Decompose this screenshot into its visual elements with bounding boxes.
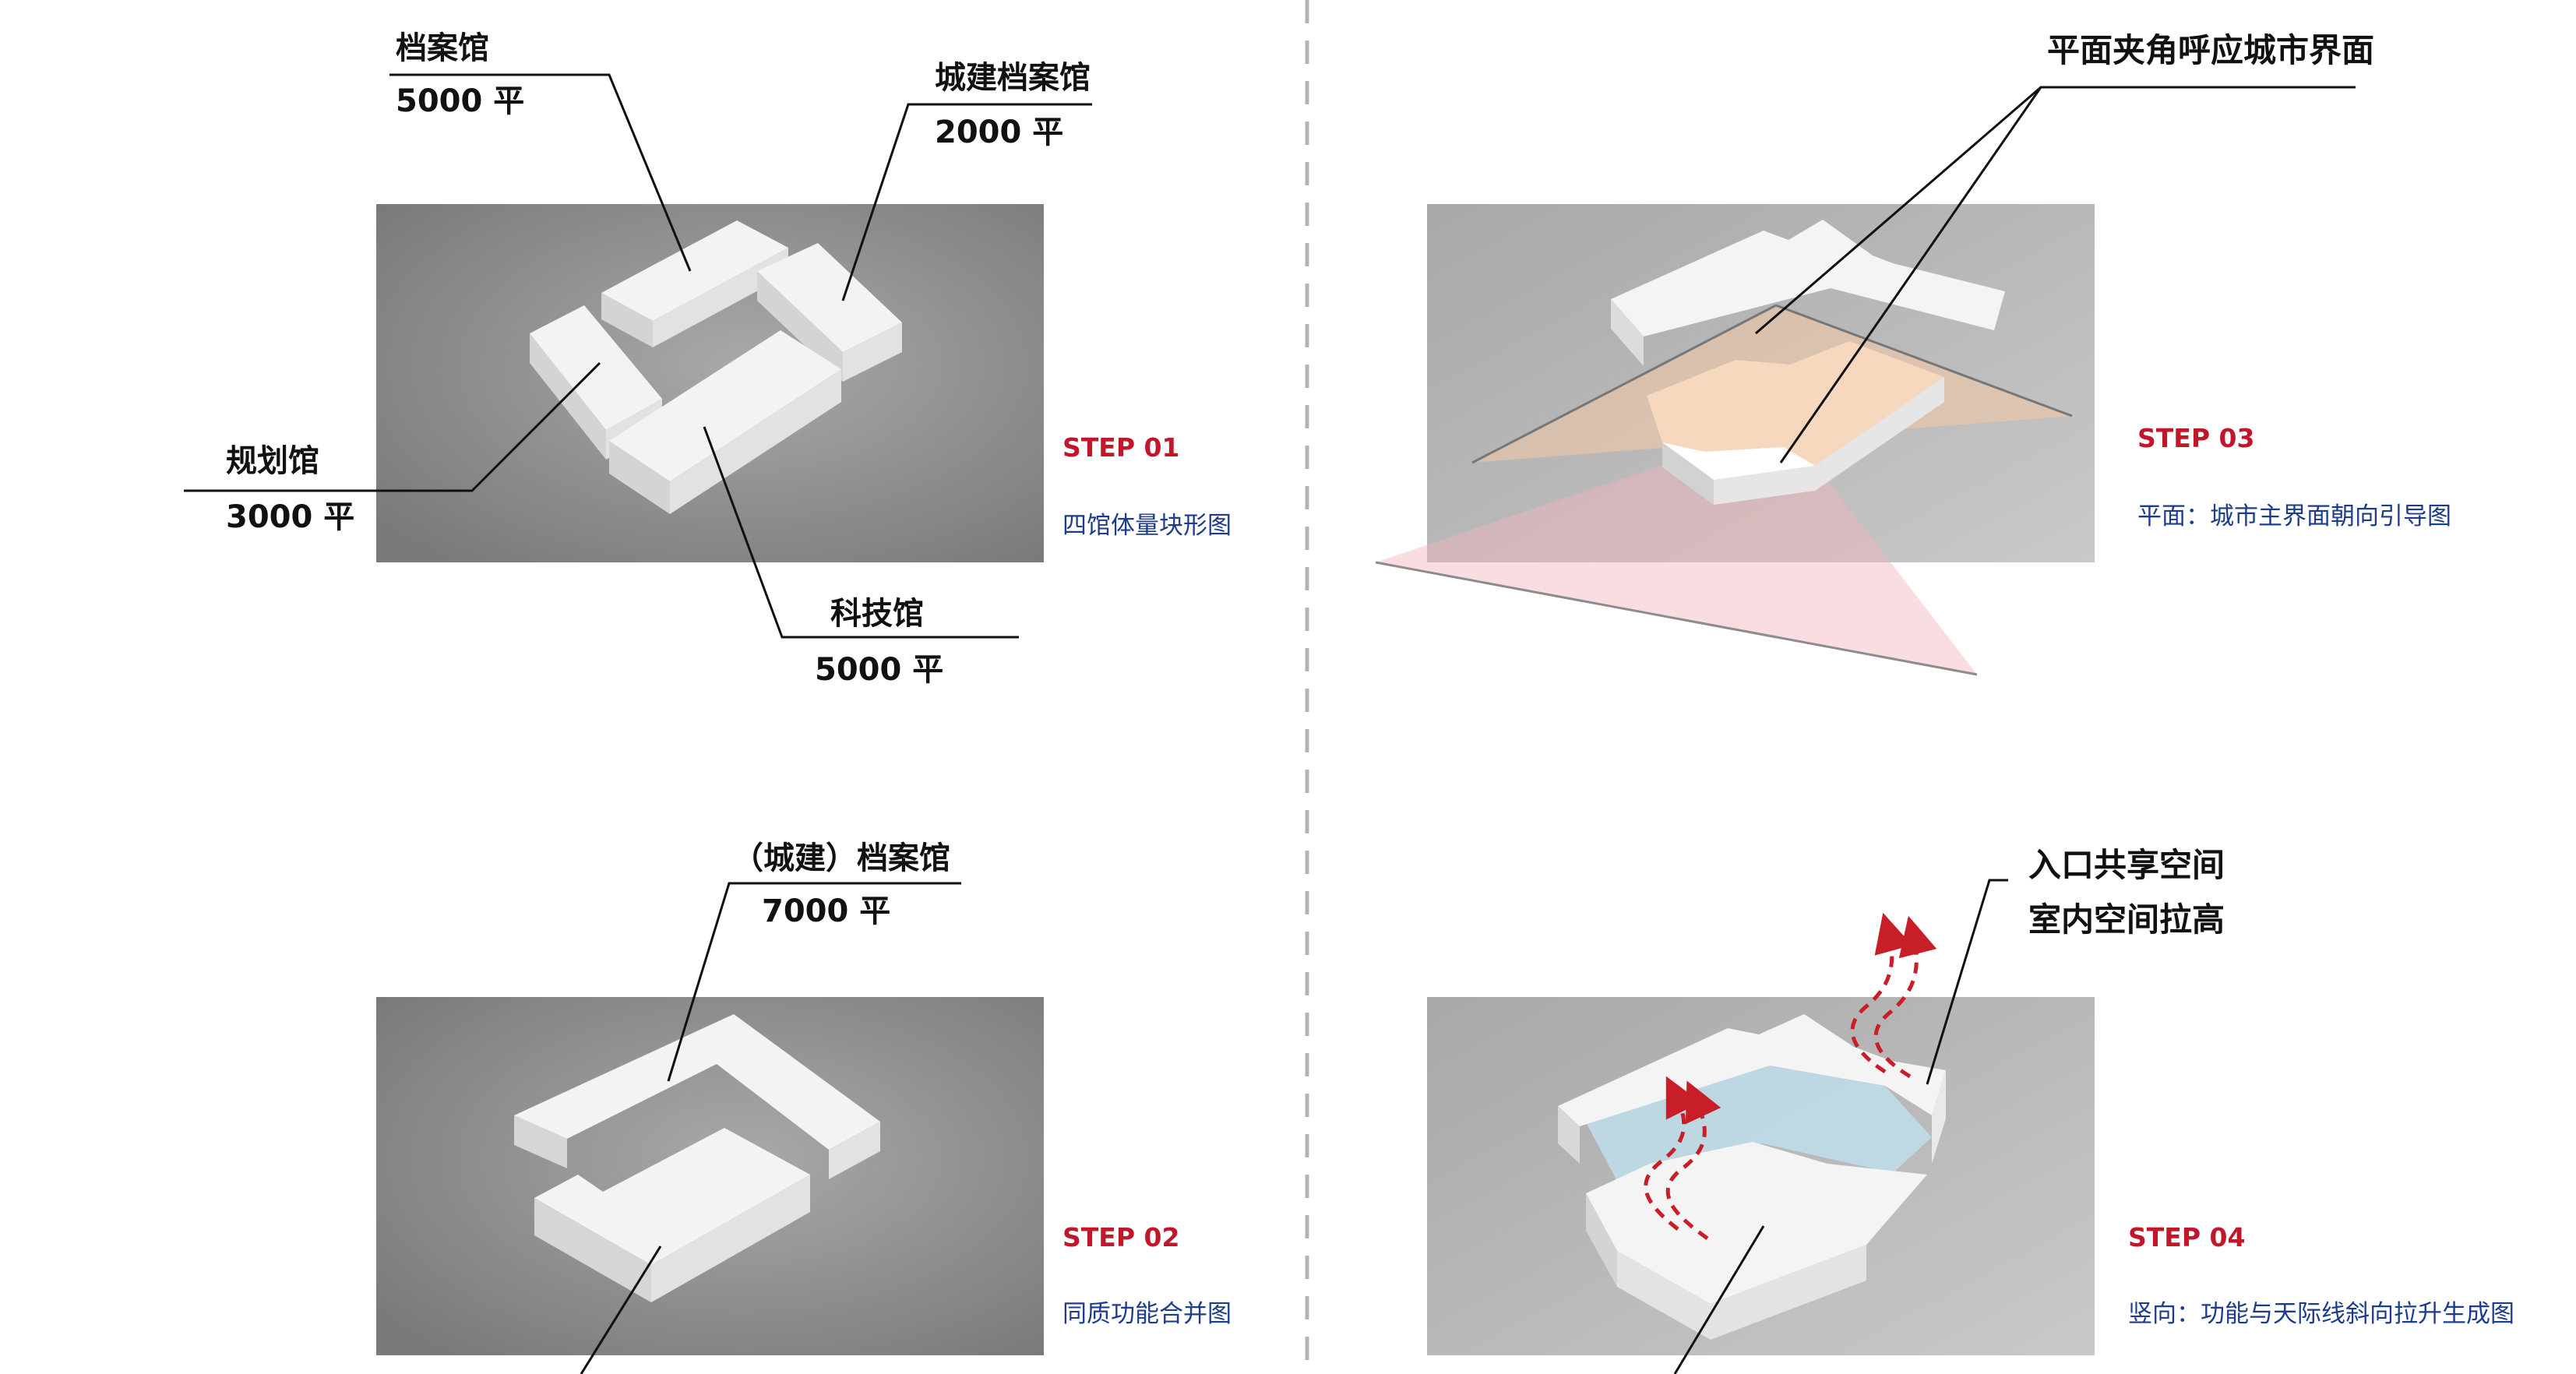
step04-title-line2: 室内空间拉高 (2028, 900, 2225, 939)
step01-science-area: 5000 平 (815, 652, 944, 688)
step02-archive-area: 7000 平 (762, 893, 891, 929)
step04-leader-lower (1673, 1225, 1765, 1374)
step01-planning-name: 规划馆 (226, 443, 319, 479)
step04-block-upper (1558, 1014, 1946, 1126)
step01-block-urban-archive (757, 243, 902, 352)
step02-leader-archive (667, 882, 961, 1082)
step03-pink-wedge (1376, 424, 1977, 675)
step01-urban-archive-area: 2000 平 (935, 114, 1064, 150)
step01-leader-planning (184, 361, 601, 492)
step02-model (376, 882, 1044, 1374)
step01-block-archive (601, 220, 788, 321)
step04-model (1427, 879, 2095, 1374)
step04-leader-title (1926, 879, 2008, 1085)
step01-block-science (609, 330, 841, 481)
step01-archive-area: 5000 平 (396, 83, 525, 119)
step01-planning-area: 3000 平 (226, 499, 355, 535)
step03-block-upper (1611, 220, 2005, 336)
step03-block-lower (1647, 341, 1944, 480)
step02-archive-name: （城建）档案馆 (732, 840, 950, 876)
step04-caption: 竖向：功能与天际线斜向拉升生成图 (2128, 1300, 2514, 1328)
step04-step-label: STEP 04 (2128, 1222, 2246, 1252)
step01-science-name: 科技馆 (830, 596, 924, 632)
step03-model (1375, 86, 2356, 676)
step01-model (184, 73, 1092, 639)
step03-title: 平面夹角呼应城市界面 (2047, 31, 2375, 69)
step01-leader-science (703, 426, 1019, 639)
step02-block-archive (514, 1014, 880, 1150)
step04-flow-arrow-4 (1850, 912, 1912, 1074)
step01-urban-archive-name: 城建档案馆 (935, 60, 1091, 96)
step02-block-lower (534, 1128, 810, 1265)
step01-archive-name: 档案馆 (396, 30, 489, 66)
step03-step-label: STEP 03 (2137, 423, 2255, 453)
step01-leader-urban-archive (841, 103, 1092, 301)
step02-leader-lower (580, 1245, 662, 1374)
step03-leader-lower (1779, 86, 2042, 463)
step04-title-line1: 入口共享空间 (2028, 846, 2225, 884)
step03-caption: 平面：城市主界面朝向引导图 (2137, 502, 2451, 530)
step02-caption: 同质功能合并图 (1062, 1300, 1232, 1328)
step04-flow-arrow-2 (1644, 1076, 1701, 1231)
step01-leader-archive (389, 73, 692, 272)
step01-step-label: STEP 01 (1062, 432, 1180, 463)
step04-block-lower (1586, 1142, 1927, 1304)
step02-step-label: STEP 02 (1062, 1222, 1180, 1252)
step04-flow-arrow-3 (1873, 915, 1937, 1079)
step01-caption: 四馆体量块形图 (1062, 512, 1232, 540)
